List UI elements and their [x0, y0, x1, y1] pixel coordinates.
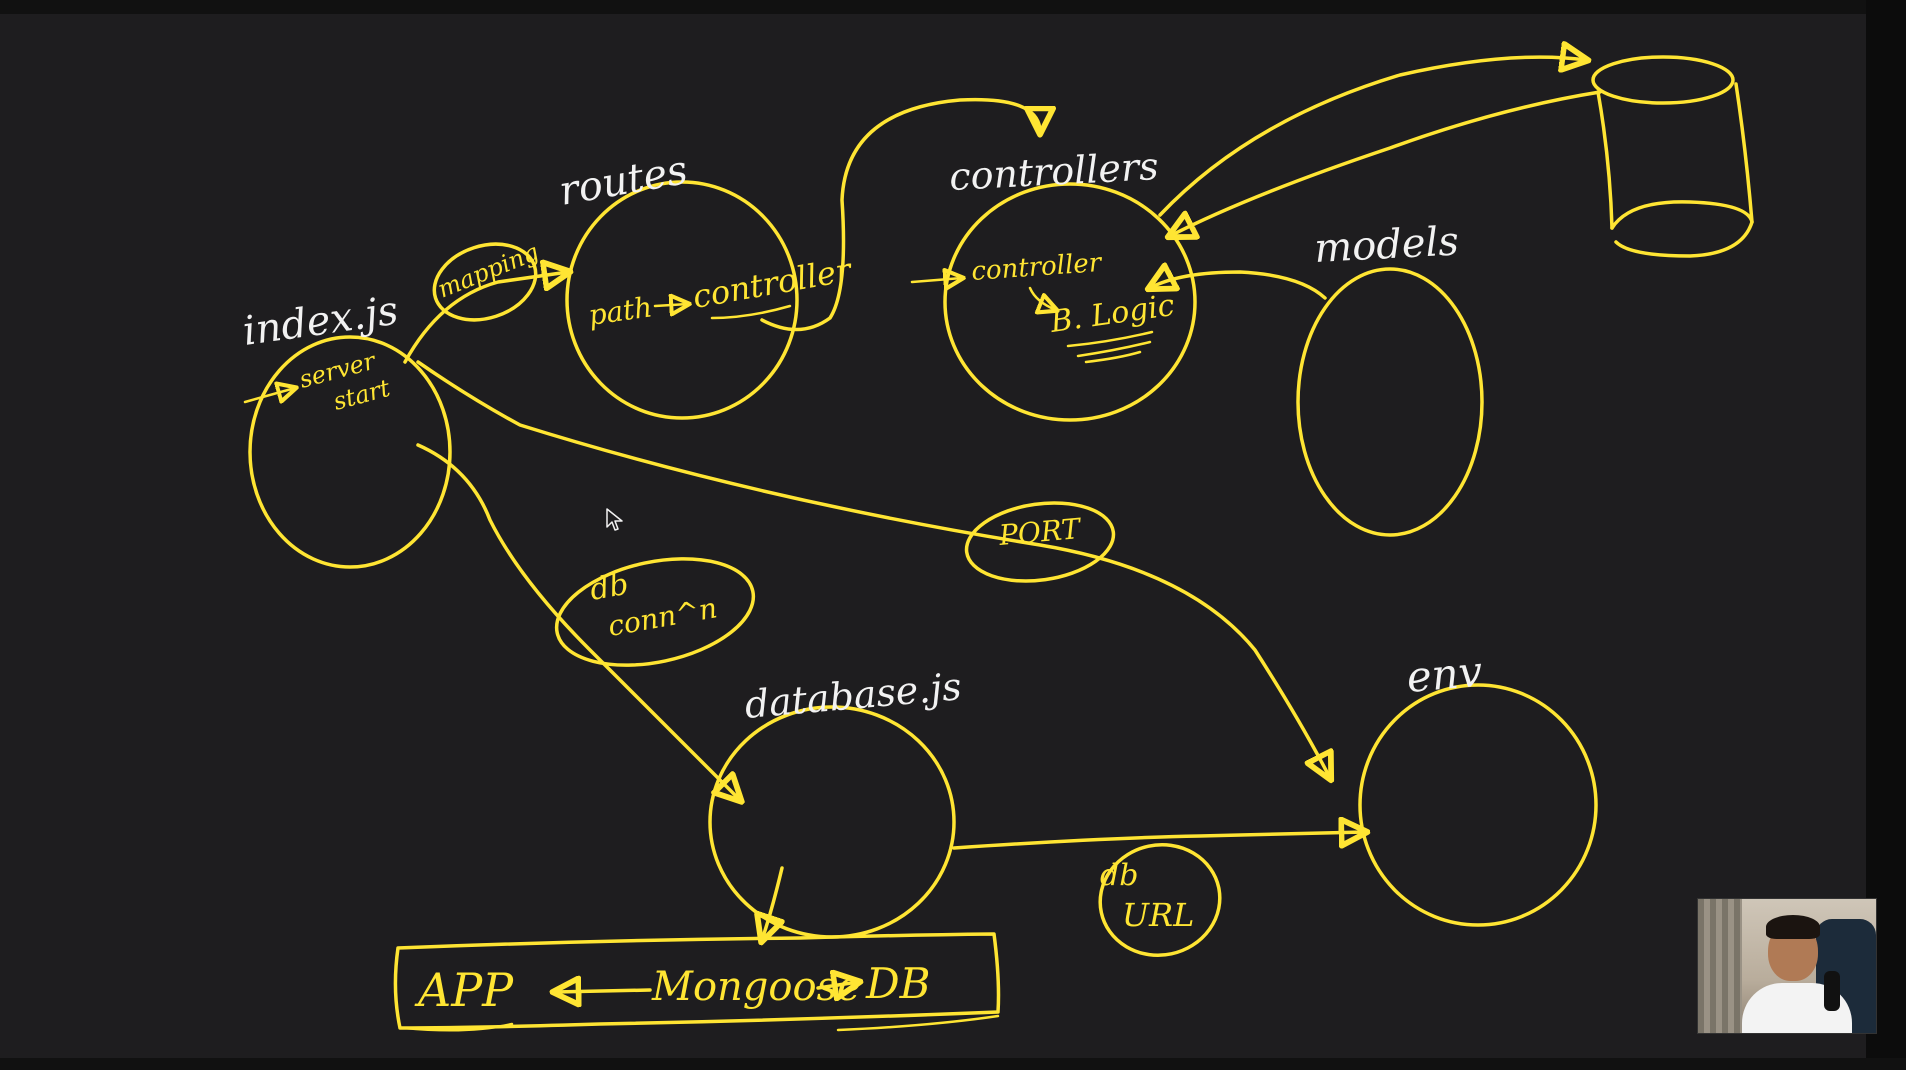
node-env: env — [1358, 647, 1598, 927]
edge-index-to-routes: mapping — [403, 238, 568, 364]
mapping-label: mapping — [434, 238, 543, 304]
models-circle — [1296, 267, 1484, 537]
controllers-blogic-underline-1 — [1066, 330, 1154, 348]
storage-to-controllers-curve — [1170, 90, 1602, 236]
db-cylinder-bottom — [1610, 200, 1754, 258]
routes-content-path: path — [586, 290, 654, 332]
edge-routes-to-controllers — [760, 97, 1040, 332]
controllers-logic-hook — [1028, 286, 1056, 310]
controllers-blogic-underline-3 — [1084, 350, 1142, 364]
routes-path-arrow — [653, 304, 688, 306]
db-underline — [836, 1014, 1000, 1032]
dbconn-ellipse — [554, 557, 756, 667]
index-env-curve — [416, 360, 1330, 778]
mongoose-to-db-arrow — [816, 982, 858, 988]
dbconn-label-line1: db — [587, 567, 631, 608]
index-routes-curve — [403, 272, 568, 364]
app-mongoose-db-box: APP Mongoose DB — [393, 932, 1001, 1032]
edge-database-to-env: db URL — [952, 832, 1365, 957]
index-label: index.js — [240, 288, 401, 355]
env-label: env — [1405, 647, 1485, 702]
webcam-curtain — [1698, 899, 1742, 1033]
app-label: APP — [414, 963, 514, 1017]
arrow-cursor-icon — [606, 508, 623, 531]
controllers-entry-arrow — [910, 278, 962, 282]
edge-index-to-database: db conn^n — [416, 443, 756, 800]
env-circle — [1358, 683, 1598, 927]
node-index: index.js server start — [240, 288, 452, 569]
bottom-bar — [0, 1058, 1906, 1070]
index-circle — [248, 335, 452, 569]
controllers-label: controllers — [948, 144, 1159, 199]
microphone-icon — [1824, 971, 1840, 1011]
controllers-to-storage-curve — [1158, 57, 1586, 217]
dburl-ellipse — [1098, 843, 1222, 957]
mongoose-to-app-arrow — [555, 990, 652, 992]
app-box-border — [393, 932, 1001, 1030]
dburl-label-line2: URL — [1122, 896, 1194, 934]
database-env-curve — [952, 832, 1365, 850]
db-label: DB — [865, 959, 931, 1008]
app-underline — [402, 1022, 514, 1032]
controllers-content-controller: controller — [970, 248, 1103, 287]
index-database-curve — [416, 443, 740, 800]
right-edge-bar — [1866, 0, 1906, 1070]
controllers-circle — [943, 182, 1197, 422]
presenter-webcam — [1697, 898, 1877, 1034]
port-label: PORT — [997, 512, 1084, 552]
node-routes: routes path controller — [556, 147, 856, 420]
webcam-presenter-hair — [1766, 915, 1820, 939]
node-controllers: controllers controller B. Logic — [910, 144, 1197, 422]
top-bar — [0, 0, 1906, 14]
node-models: models — [1296, 218, 1484, 537]
controllers-content-blogic: B. Logic — [1047, 288, 1177, 340]
edge-database-to-app-box — [762, 866, 782, 940]
edge-controllers-storage — [1158, 57, 1602, 236]
db-cylinder-top — [1591, 55, 1735, 105]
routes-circle — [565, 180, 799, 420]
routes-content-controller: controller — [690, 250, 856, 315]
node-database-storage — [1591, 55, 1754, 258]
db-cylinder-left-side — [1596, 90, 1614, 230]
edge-models-to-controllers — [1150, 272, 1327, 300]
mapping-ellipse — [432, 242, 538, 322]
database-label: database.js — [743, 664, 963, 727]
db-cylinder-right-side — [1734, 82, 1754, 224]
index-entry-arrow — [243, 388, 295, 402]
models-label: models — [1313, 218, 1460, 272]
node-database-js: database.js — [708, 664, 963, 939]
controllers-blogic-underline-2 — [1076, 340, 1152, 358]
routes-controller-underline — [710, 304, 792, 320]
port-ellipse — [964, 501, 1116, 583]
database-circle — [708, 705, 956, 939]
dburl-label-line1: db — [1100, 858, 1138, 893]
routes-label: routes — [556, 147, 691, 215]
edge-index-to-env-port: PORT — [416, 360, 1330, 778]
